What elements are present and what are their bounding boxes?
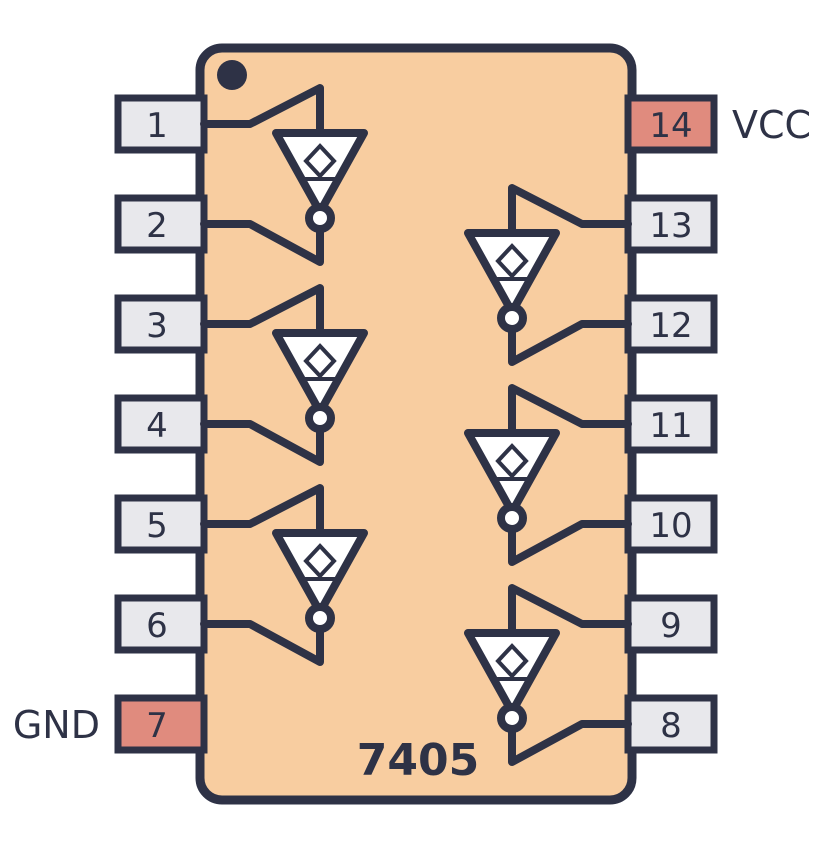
pin-left-3[interactable]: 3 xyxy=(114,294,208,354)
pin-box[interactable] xyxy=(114,94,208,154)
open-collector-diamond-icon xyxy=(495,443,529,479)
pin-group-left: 1 2 3 4 5 6 7 xyxy=(114,94,208,754)
pin-left-6[interactable]: 6 xyxy=(114,594,208,654)
inverter-triangle-icon xyxy=(272,529,368,616)
gate-left-3 xyxy=(200,484,324,666)
pin-left-4[interactable]: 4 xyxy=(114,394,208,454)
open-collector-diamond-icon xyxy=(303,543,337,579)
gate-left-1-symbol xyxy=(272,129,368,233)
gate-input-wire xyxy=(200,84,324,137)
open-collector-diamond-icon xyxy=(495,243,529,279)
gate-input-wire xyxy=(508,384,632,437)
gate-left-2-symbol xyxy=(272,329,368,433)
pin-box[interactable] xyxy=(624,94,718,154)
gate-right-2-symbol xyxy=(464,429,560,533)
pin-group-right: 14 13 12 11 10 9 xyxy=(624,94,718,754)
pin-number: 12 xyxy=(649,306,692,346)
gnd-label: GND xyxy=(13,703,100,747)
inverter-triangle-icon xyxy=(272,129,368,216)
pin-number: 9 xyxy=(660,606,682,646)
gate-output-wire xyxy=(200,420,324,466)
pin-right-13[interactable]: 13 xyxy=(624,194,718,254)
gate-input-wire xyxy=(200,284,324,337)
inverter-bubble-icon xyxy=(497,703,527,733)
gate-output-wire xyxy=(200,620,324,666)
gate-right-1 xyxy=(508,184,632,366)
inverter-triangle-icon xyxy=(464,229,560,316)
pin-box[interactable] xyxy=(624,394,718,454)
gate-output-wire xyxy=(508,720,632,766)
vcc-label: VCC xyxy=(732,103,811,147)
pin-box[interactable] xyxy=(114,294,208,354)
pin-number: 6 xyxy=(146,606,168,646)
pin1-dot-icon xyxy=(217,60,247,90)
gate-right-3 xyxy=(508,584,632,766)
open-collector-diamond-icon xyxy=(303,143,337,179)
pin-number: 7 xyxy=(146,706,168,746)
gate-output-wire xyxy=(508,320,632,366)
pin-box[interactable] xyxy=(114,494,208,554)
chip-body xyxy=(195,43,637,805)
pin-right-10[interactable]: 10 xyxy=(624,494,718,554)
chip-part-number-label: 7405 xyxy=(357,735,479,786)
inverter-bubble-icon xyxy=(305,203,335,233)
open-collector-diamond-icon xyxy=(303,343,337,379)
pin-number: 3 xyxy=(146,306,168,346)
pin-number: 8 xyxy=(660,706,682,746)
pin-left-1[interactable]: 1 xyxy=(114,94,208,154)
gate-input-wire xyxy=(508,584,632,637)
inverter-bubble-icon xyxy=(305,403,335,433)
inverter-bubble-icon xyxy=(305,603,335,633)
pin-box[interactable] xyxy=(114,694,208,754)
inverter-triangle-icon xyxy=(464,629,560,716)
pin-right-12[interactable]: 12 xyxy=(624,294,718,354)
inverter-bubble-icon xyxy=(497,303,527,333)
pin-number: 13 xyxy=(649,206,692,246)
gate-output-wire xyxy=(508,520,632,566)
inverter-triangle-icon xyxy=(464,429,560,516)
pin-number: 1 xyxy=(146,106,168,146)
gate-left-2 xyxy=(200,284,324,466)
gate-right-2 xyxy=(508,384,632,566)
gate-right-3-symbol xyxy=(464,629,560,733)
pin-number: 5 xyxy=(146,506,168,546)
gate-output-wire xyxy=(200,220,324,266)
pin-box[interactable] xyxy=(624,494,718,554)
pin-left-5[interactable]: 5 xyxy=(114,494,208,554)
gate-right-1-symbol xyxy=(464,229,560,333)
pin-right-11[interactable]: 11 xyxy=(624,394,718,454)
pin-right-14-vcc[interactable]: 14 xyxy=(624,94,718,154)
pin-number: 2 xyxy=(146,206,168,246)
pin-number: 10 xyxy=(649,506,692,546)
inverter-bubble-icon xyxy=(497,503,527,533)
pin-right-9[interactable]: 9 xyxy=(624,594,718,654)
gate-input-wire xyxy=(508,184,632,237)
pin-number: 4 xyxy=(146,406,168,446)
pin-number: 14 xyxy=(649,106,692,146)
pin-number: 11 xyxy=(649,406,692,446)
pin-box[interactable] xyxy=(624,594,718,654)
pin-right-8[interactable]: 8 xyxy=(624,694,718,754)
pin-left-7-gnd[interactable]: 7 xyxy=(114,694,208,754)
gate-left-1 xyxy=(200,84,324,266)
pin-left-2[interactable]: 2 xyxy=(114,194,208,254)
open-collector-diamond-icon xyxy=(495,643,529,679)
gate-left-3-symbol xyxy=(272,529,368,633)
gate-input-wire xyxy=(200,484,324,537)
pin-box[interactable] xyxy=(114,194,208,254)
inverter-triangle-icon xyxy=(272,329,368,416)
